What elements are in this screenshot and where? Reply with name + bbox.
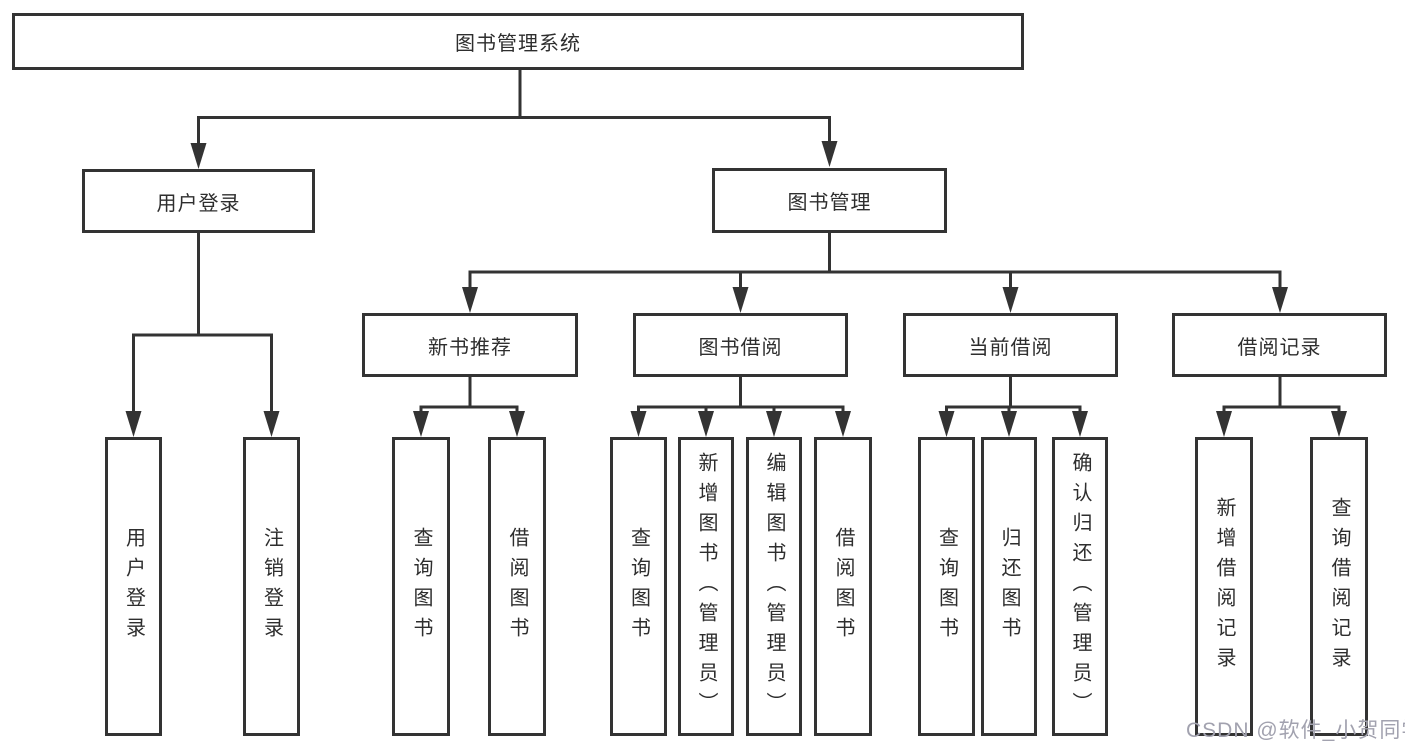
leaf-logout: 注销登录 [243, 437, 300, 736]
node-root-system: 图书管理系统 [12, 13, 1024, 70]
leaf-borrow-borrow-books: 借阅图书 [814, 437, 872, 736]
connector-borrow-records-to-leaves [1222, 377, 1341, 415]
arrowhead [509, 411, 525, 437]
leaf-current-query-books: 查询图书 [918, 437, 975, 736]
arrowhead [1072, 411, 1088, 437]
arrowhead [766, 411, 782, 437]
leaf-user-login: 用户登录 [105, 437, 162, 736]
arrowhead [698, 411, 714, 437]
node-current-borrow: 当前借阅 [903, 313, 1118, 377]
node-borrow-records: 借阅记录 [1172, 313, 1387, 377]
connector-new-book-rec-to-leaves [419, 377, 519, 415]
node-book-borrow: 图书借阅 [633, 313, 848, 377]
leaf-records-query-record: 查询借阅记录 [1310, 437, 1368, 736]
leaf-recommend-query-books: 查询图书 [392, 437, 450, 736]
leaf-current-confirm-return-admin: 确认归还（管理员） [1052, 437, 1108, 736]
arrowhead [1216, 411, 1232, 437]
arrowhead [1001, 411, 1017, 437]
arrowhead [1331, 411, 1347, 437]
connector-root-to-level2 [197, 68, 831, 147]
leaf-current-return-books: 归还图书 [981, 437, 1037, 736]
arrowhead [938, 411, 955, 437]
connector-user-login-to-leaves [132, 233, 273, 414]
node-new-book-recommend: 新书推荐 [362, 313, 578, 377]
node-user-login: 用户登录 [82, 169, 315, 233]
connector-book-borrow-to-leaves [637, 377, 845, 415]
arrowhead [732, 287, 749, 313]
arrowhead [125, 411, 142, 437]
leaf-borrow-add-books-admin: 新增图书（管理员） [678, 437, 734, 736]
leaf-borrow-query-books: 查询图书 [610, 437, 667, 736]
arrowhead [835, 411, 851, 437]
connector-book-mgmt-to-level3 [468, 233, 1282, 291]
arrowhead [263, 411, 280, 437]
arrowhead [630, 411, 647, 437]
arrowhead [413, 411, 429, 437]
arrowhead [821, 141, 838, 167]
csdn-watermark: CSDN @软件_小贺同学 [1186, 719, 1405, 742]
arrowhead [1002, 287, 1019, 313]
node-book-management: 图书管理 [712, 168, 947, 233]
leaf-recommend-borrow-books: 借阅图书 [488, 437, 546, 736]
connector-current-borrow-to-leaves [945, 377, 1082, 415]
leaf-records-add-record: 新增借阅记录 [1195, 437, 1253, 736]
arrowhead [1272, 287, 1288, 313]
arrowhead [462, 287, 478, 313]
arrowhead [190, 143, 207, 169]
leaf-borrow-edit-books-admin: 编辑图书（管理员） [746, 437, 802, 736]
